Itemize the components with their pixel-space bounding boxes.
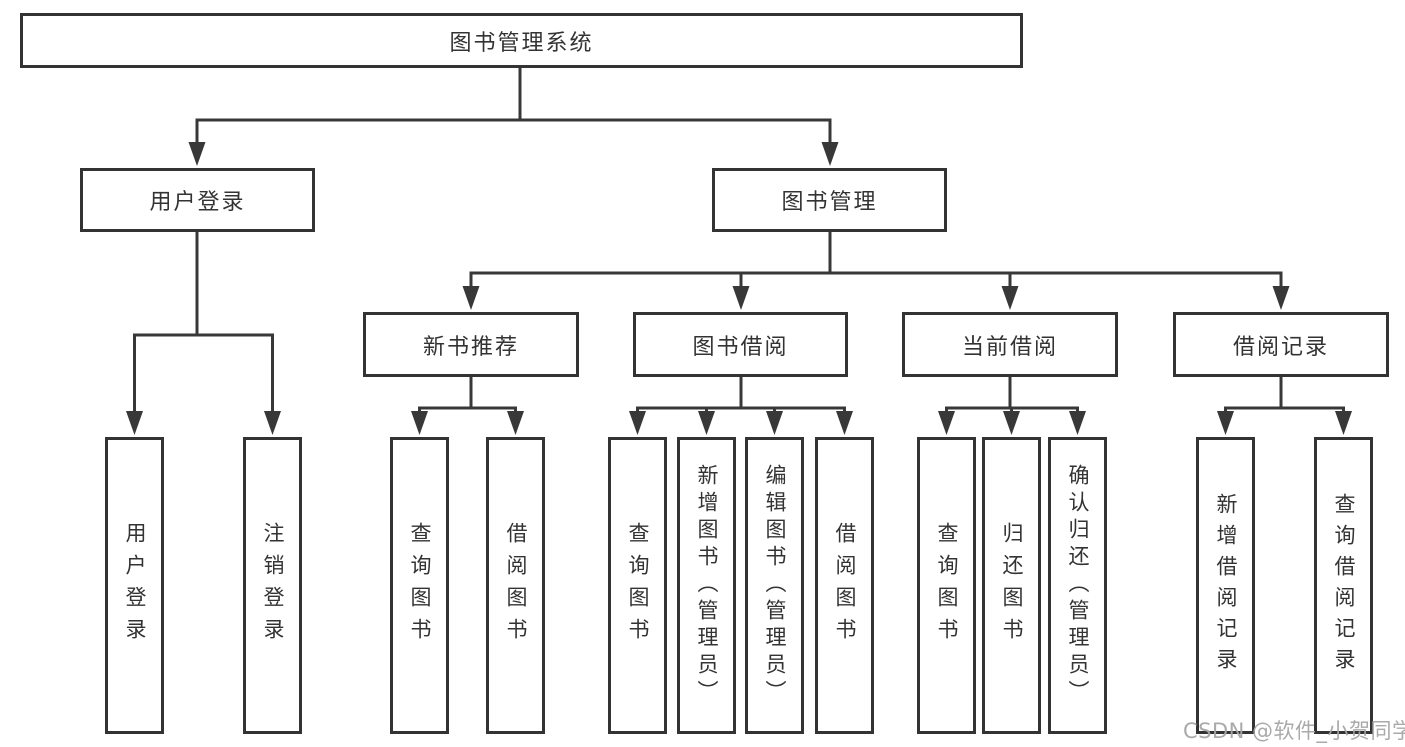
node-root: 图书管理系统 [20, 13, 1023, 68]
leaf-user-login-label: 用户登录 [123, 521, 147, 650]
leaf-borrow-books-label: 借阅图书 [833, 521, 857, 650]
leaf-borrow-books-recommend: 借阅图书 [486, 437, 545, 734]
node-root-label: 图书管理系统 [449, 30, 594, 56]
connector-borrow-records-children [1217, 375, 1352, 435]
leaf-borrow-books: 借阅图书 [815, 437, 874, 734]
leaf-query-books-borrow-label: 查询图书 [626, 521, 650, 650]
node-book-management-label: 图书管理 [781, 190, 878, 215]
node-book-management: 图书管理 [712, 168, 947, 232]
connector-current-borrow-children [938, 375, 1086, 435]
leaf-add-book-admin-label: 新增图书（管理员） [695, 464, 719, 707]
leaf-edit-book-admin-label: 编辑图书（管理员） [763, 464, 787, 707]
connector-book-management-children [462, 231, 1290, 310]
leaf-query-books-current-label: 查询图书 [935, 521, 959, 650]
connector-root-to-level2 [188, 66, 839, 166]
node-new-book-recommend: 新书推荐 [363, 312, 579, 377]
leaf-logout: 注销登录 [243, 437, 302, 734]
leaf-query-borrow-record-label: 查询借阅记录 [1332, 492, 1356, 679]
node-borrow-records-label: 借阅记录 [1232, 334, 1329, 360]
connector-book-borrow-children [629, 375, 853, 435]
leaf-query-borrow-record: 查询借阅记录 [1314, 437, 1373, 734]
leaf-add-borrow-record-label: 新增借阅记录 [1214, 492, 1238, 679]
leaf-user-login: 用户登录 [105, 437, 164, 734]
node-user-login-label: 用户登录 [149, 190, 246, 215]
leaf-edit-book-admin: 编辑图书（管理员） [745, 437, 804, 734]
leaf-logout-label: 注销登录 [261, 521, 285, 650]
leaf-query-books-current: 查询图书 [917, 437, 976, 734]
leaf-query-books-borrow: 查询图书 [608, 437, 667, 734]
node-user-login: 用户登录 [80, 168, 315, 232]
connector-new-book-children [411, 375, 524, 435]
leaf-confirm-return-admin: 确认归还（管理员） [1048, 437, 1107, 734]
connector-user-login-children [126, 230, 281, 435]
leaf-borrow-books-recommend-label: 借阅图书 [504, 521, 528, 650]
leaf-confirm-return-admin-label: 确认归还（管理员） [1066, 464, 1090, 707]
leaf-query-books-recommend: 查询图书 [390, 437, 449, 734]
leaf-query-books-recommend-label: 查询图书 [408, 521, 432, 650]
node-new-book-recommend-label: 新书推荐 [422, 334, 519, 360]
watermark-text: CSDN @软件_小贺同学 [1183, 719, 1405, 743]
node-borrow-records: 借阅记录 [1173, 312, 1389, 377]
node-current-borrow-label: 当前借阅 [961, 334, 1058, 360]
leaf-add-book-admin: 新增图书（管理员） [677, 437, 736, 734]
leaf-add-borrow-record: 新增借阅记录 [1196, 437, 1255, 734]
leaf-return-book: 归还图书 [982, 437, 1041, 734]
node-current-borrow: 当前借阅 [902, 312, 1118, 377]
node-book-borrow-label: 图书借阅 [692, 334, 789, 360]
node-book-borrow: 图书借阅 [633, 312, 848, 377]
leaf-return-book-label: 归还图书 [1000, 521, 1024, 650]
